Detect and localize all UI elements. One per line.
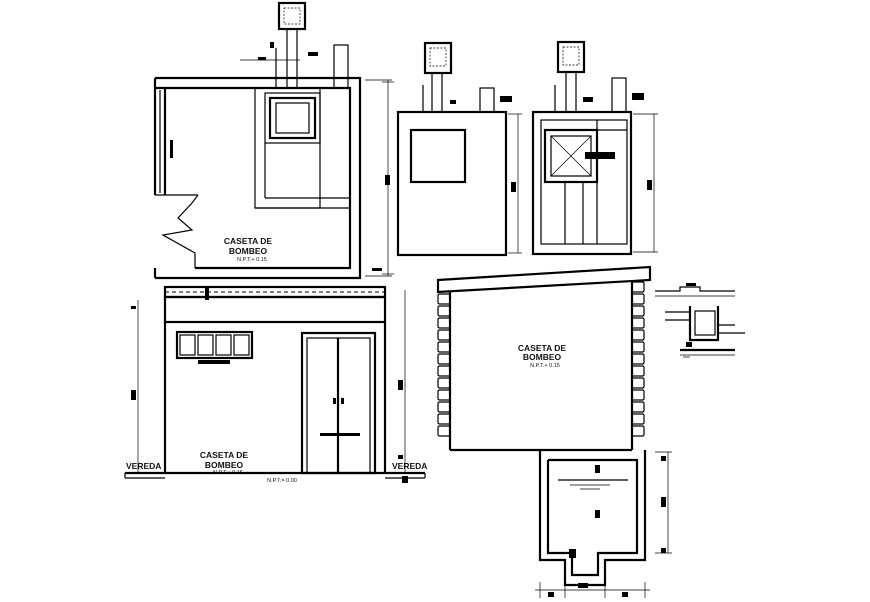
masonry-block	[437, 389, 451, 401]
front-level: N.P.T.= 0.00	[267, 478, 297, 484]
masonry-block	[631, 353, 645, 365]
side-room-label-line2: BOMBEO	[523, 352, 562, 362]
cistern-section	[535, 450, 672, 598]
vent-detail-box-b	[556, 40, 586, 74]
masonry-block	[631, 389, 645, 401]
masonry-block	[437, 305, 451, 317]
masonry-block	[631, 305, 645, 317]
walkway-label-left: VEREDA	[126, 461, 161, 471]
front-room-label-line2: BOMBEO	[205, 460, 244, 470]
front-elevation: CASETA DE BOMBEO N.P.T.+ 0.15 N.P.T.= 0.…	[124, 285, 427, 484]
masonry-block	[437, 329, 451, 341]
floor-plan: CASETA DE BOMBEO N.P.T.+ 0.15	[153, 1, 394, 280]
masonry-block	[631, 329, 645, 341]
masonry-block	[631, 413, 645, 425]
masonry-blocks-left	[437, 293, 451, 437]
front-level-small: N.P.T.+ 0.15	[213, 470, 243, 476]
masonry-block	[631, 293, 645, 305]
vent-detail-box	[277, 1, 307, 31]
masonry-block	[631, 281, 645, 293]
masonry-block	[437, 377, 451, 389]
masonry-block	[437, 401, 451, 413]
masonry-block	[437, 293, 451, 305]
side-room-label-line1: CASETA DE	[518, 343, 567, 353]
vent-detail-box-a	[423, 41, 453, 75]
plan-room-label-line2: BOMBEO	[229, 246, 268, 256]
plan-level-label: N.P.T.+ 0.15	[237, 257, 267, 263]
masonry-block	[631, 365, 645, 377]
masonry-block	[437, 341, 451, 353]
masonry-block	[631, 317, 645, 329]
front-window	[175, 330, 254, 364]
masonry-block	[631, 401, 645, 413]
wall-detail	[655, 283, 745, 358]
masonry-block	[437, 365, 451, 377]
vent-detail-inner	[283, 7, 301, 25]
walkway-label-right: VEREDA	[392, 461, 427, 471]
masonry-block	[631, 425, 645, 437]
masonry-blocks-right	[631, 281, 645, 437]
front-door	[300, 331, 377, 475]
masonry-block	[631, 341, 645, 353]
plan-room-label-line1: CASETA DE	[224, 236, 273, 246]
masonry-block	[631, 377, 645, 389]
side-level-label: N.P.T.+ 0.15	[530, 363, 560, 369]
section-view-a	[396, 41, 522, 257]
masonry-block	[437, 413, 451, 425]
front-room-label-line1: CASETA DE	[200, 450, 249, 460]
section-view-b	[531, 40, 658, 256]
side-elevation: CASETA DE BOMBEO N.P.T.+ 0.15	[436, 265, 652, 452]
masonry-block	[437, 317, 451, 329]
masonry-block	[437, 425, 451, 437]
masonry-block	[437, 353, 451, 365]
